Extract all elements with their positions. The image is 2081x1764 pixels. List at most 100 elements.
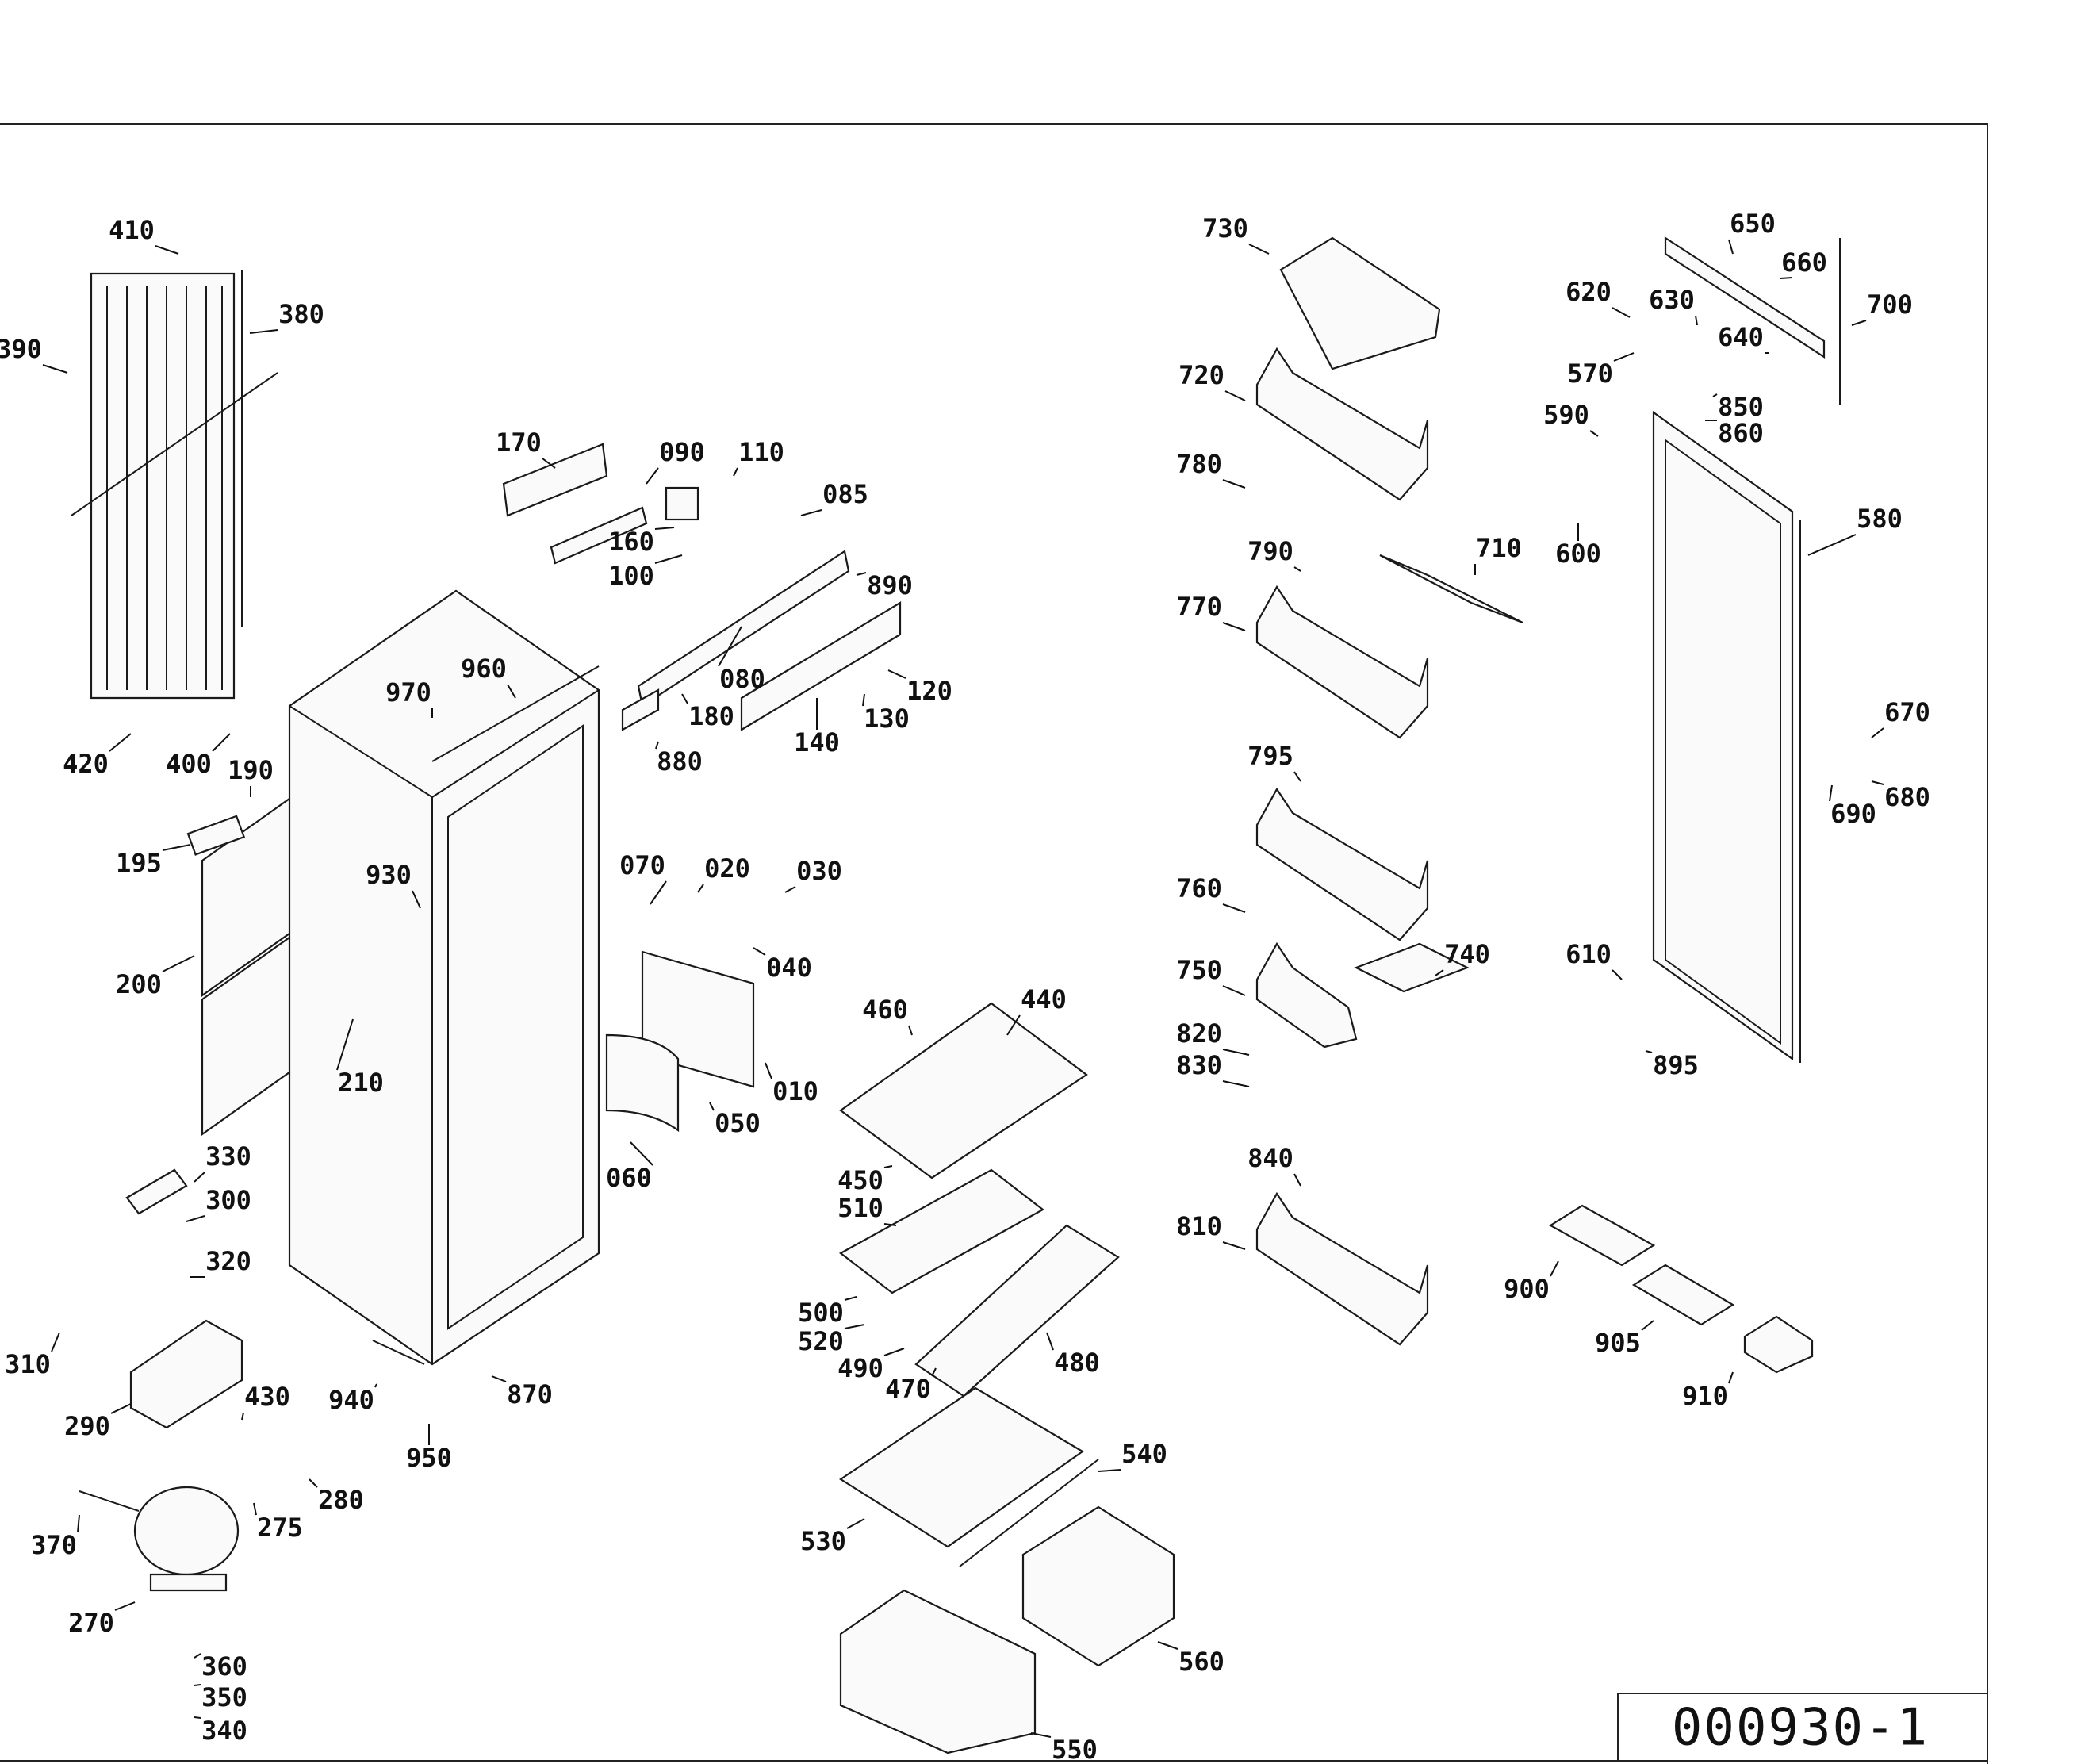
leader-line-270 <box>114 1601 136 1611</box>
leader-line-070 <box>650 880 667 905</box>
leader-line-795 <box>1293 771 1301 782</box>
leader-line-275 <box>253 1502 257 1516</box>
part-callout-730: 730 <box>1202 213 1248 244</box>
leader-line-850 <box>1712 393 1718 397</box>
part-callout-160: 160 <box>608 527 654 557</box>
leader-line-080 <box>718 626 742 667</box>
leader-line-090 <box>646 467 659 485</box>
leader-line-930 <box>412 890 421 909</box>
part-callout-200: 200 <box>116 969 162 999</box>
part-callout-910: 910 <box>1682 1381 1728 1411</box>
part-callout-700: 700 <box>1867 290 1913 320</box>
part-callout-620: 620 <box>1566 277 1612 307</box>
adjustable-foot <box>372 1340 425 1365</box>
part-callout-370: 370 <box>31 1530 77 1560</box>
leader-line-360 <box>194 1653 201 1659</box>
part-callout-890: 890 <box>867 570 913 600</box>
egg-trays <box>1548 1204 1814 1374</box>
leader-line-750 <box>1222 985 1246 996</box>
leader-line-195 <box>162 844 191 851</box>
part-callout-630: 630 <box>1649 285 1695 315</box>
leader-line-020 <box>697 884 704 893</box>
leader-line-060 <box>630 1141 653 1166</box>
part-callout-870: 870 <box>507 1379 553 1409</box>
part-callout-560: 560 <box>1178 1647 1224 1677</box>
leader-line-370 <box>77 1514 80 1533</box>
door <box>1652 410 1801 1063</box>
leader-line-160 <box>654 527 675 530</box>
leader-line-880 <box>655 741 659 750</box>
leader-line-760 <box>1222 903 1246 913</box>
leader-line-400 <box>212 733 231 752</box>
parts-artwork <box>71 236 1841 1754</box>
part-callout-280: 280 <box>318 1485 364 1515</box>
leader-line-900 <box>1550 1260 1559 1277</box>
part-callout-050: 050 <box>715 1108 761 1138</box>
part-callout-100: 100 <box>608 561 654 591</box>
part-callout-760: 760 <box>1176 873 1222 903</box>
leader-line-040 <box>753 947 766 956</box>
leader-line-940 <box>374 1383 377 1388</box>
part-callout-060: 060 <box>606 1163 652 1193</box>
leader-line-910 <box>1728 1371 1734 1384</box>
leader-line-170 <box>542 458 556 469</box>
part-callout-080: 080 <box>719 664 765 694</box>
part-callout-830: 830 <box>1176 1050 1222 1080</box>
leader-line-520 <box>844 1324 865 1329</box>
leader-line-500 <box>844 1296 857 1301</box>
leader-line-690 <box>1829 784 1833 802</box>
leader-line-680 <box>1871 780 1884 785</box>
part-callout-740: 740 <box>1444 939 1490 969</box>
part-callout-795: 795 <box>1247 741 1293 771</box>
part-callout-380: 380 <box>278 299 324 329</box>
part-callout-440: 440 <box>1021 984 1067 1014</box>
leader-line-720 <box>1224 390 1246 401</box>
part-callout-840: 840 <box>1247 1143 1293 1173</box>
leader-line-810 <box>1222 1241 1246 1250</box>
part-callout-330: 330 <box>205 1141 251 1172</box>
leader-line-895 <box>1645 1050 1653 1053</box>
part-callout-905: 905 <box>1595 1328 1641 1358</box>
part-callout-400: 400 <box>166 749 212 779</box>
part-callout-895: 895 <box>1653 1050 1699 1080</box>
drawing-number: 000930-1 <box>1672 1699 1929 1758</box>
leader-line-905 <box>1641 1320 1654 1331</box>
leader-line-870 <box>491 1375 507 1382</box>
part-callout-660: 660 <box>1781 247 1827 278</box>
part-callout-490: 490 <box>837 1353 883 1383</box>
leader-line-960 <box>507 684 516 699</box>
part-callout-270: 270 <box>68 1608 114 1638</box>
leader-line-670 <box>1871 727 1884 738</box>
leader-line-740 <box>1435 969 1444 976</box>
part-callout-930: 930 <box>366 860 412 890</box>
leader-line-380 <box>249 329 278 334</box>
title-block: 000930-1 <box>1617 1693 1987 1761</box>
leader-line-420 <box>109 733 132 752</box>
part-callout-460: 460 <box>862 995 908 1025</box>
part-callout-570: 570 <box>1567 359 1613 389</box>
part-callout-530: 530 <box>800 1526 846 1556</box>
part-callout-350: 350 <box>201 1682 247 1712</box>
part-callout-540: 540 <box>1121 1439 1167 1469</box>
leader-line-450 <box>883 1165 893 1168</box>
part-callout-010: 010 <box>772 1076 818 1106</box>
part-callout-310: 310 <box>5 1349 51 1379</box>
part-callout-020: 020 <box>704 853 750 884</box>
leader-line-820 <box>1222 1049 1250 1056</box>
part-callout-500: 500 <box>798 1298 844 1328</box>
part-callout-070: 070 <box>619 850 665 880</box>
part-callout-640: 640 <box>1718 322 1764 352</box>
drawing-frame <box>0 123 1988 1764</box>
compressor <box>79 1486 240 1592</box>
leader-line-210 <box>336 1018 354 1071</box>
leader-line-340 <box>194 1716 201 1719</box>
part-callout-960: 960 <box>461 654 507 684</box>
leader-line-280 <box>309 1478 318 1488</box>
part-callout-130: 130 <box>864 704 910 734</box>
part-callout-780: 780 <box>1176 449 1222 479</box>
part-callout-860: 860 <box>1718 418 1764 448</box>
cover-strip <box>959 1459 1099 1567</box>
leader-line-580 <box>1807 534 1857 556</box>
part-callout-680: 680 <box>1884 782 1930 812</box>
